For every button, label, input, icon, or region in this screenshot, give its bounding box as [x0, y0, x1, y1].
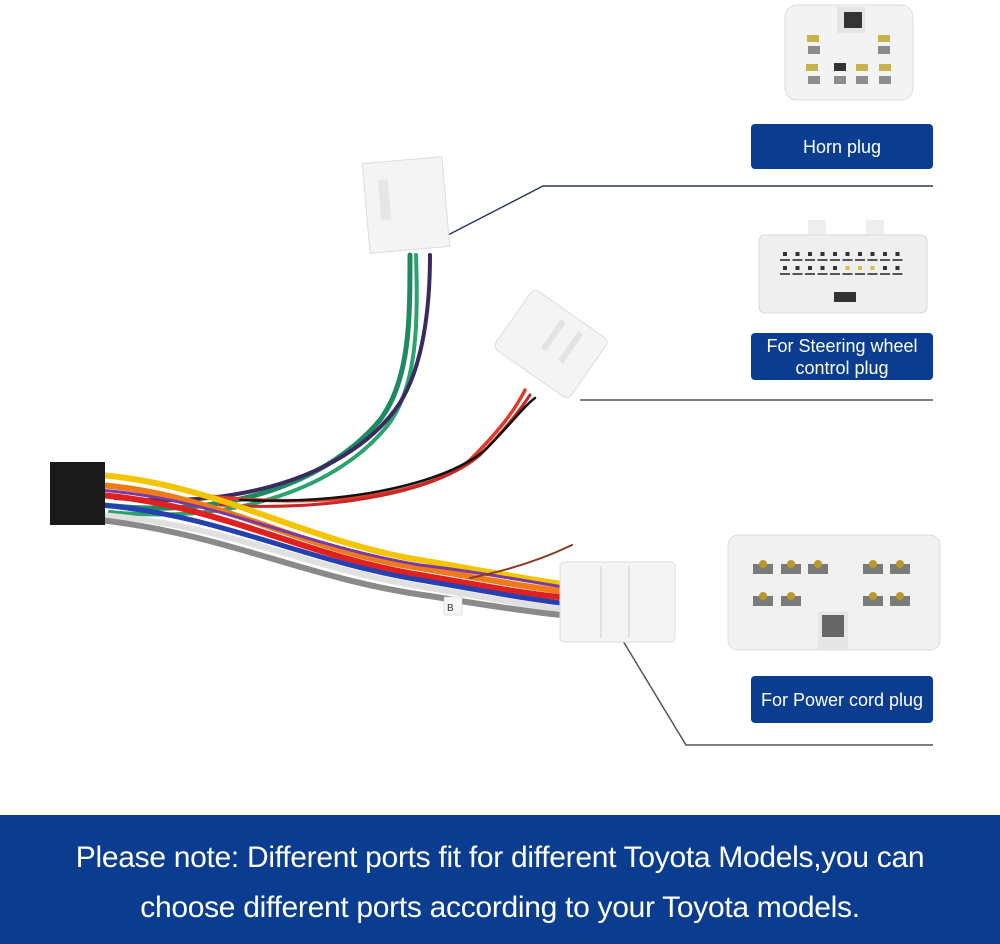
pin [783, 266, 787, 270]
pin-housing [890, 564, 910, 574]
horn-connector [361, 156, 451, 254]
horn-plug-face-image [784, 4, 914, 101]
pin-housing [890, 596, 910, 606]
pin [869, 560, 877, 568]
steering-plug-label: For Steering wheel control plug [751, 333, 933, 380]
steering-branch-wires [198, 388, 537, 508]
pin [820, 266, 825, 270]
pin [896, 592, 904, 600]
pin-slot [855, 259, 865, 261]
pin-slot [780, 259, 790, 261]
pin [883, 252, 887, 256]
pin [858, 252, 862, 256]
horn-plug-label: Horn plug [751, 124, 933, 169]
pin [783, 252, 787, 256]
pin [814, 560, 822, 568]
pin [833, 252, 837, 256]
pin-housing [863, 596, 883, 606]
pin-slot [892, 273, 903, 275]
callout-line-power [619, 635, 933, 746]
pin-slot [867, 273, 878, 275]
pin-slot [817, 273, 828, 275]
pin-slot [805, 259, 815, 261]
pin-slot [842, 259, 853, 261]
pin-slot [817, 259, 828, 261]
svg-text:B: B [447, 603, 454, 614]
pin-slot [880, 273, 890, 275]
pin [870, 252, 875, 256]
pin-slot [780, 273, 790, 275]
pin [870, 266, 875, 270]
power-plug-label: For Power cord plug [751, 676, 933, 723]
pin-slot [792, 273, 803, 275]
pin-housing [753, 564, 773, 574]
pin-housing [781, 564, 801, 574]
pin-slot [792, 259, 803, 261]
main-harness-connector [50, 462, 105, 525]
pin [833, 266, 837, 270]
wire-tag: B [443, 596, 463, 616]
power-branch-wires [97, 472, 573, 619]
callout-line-horn [447, 185, 933, 236]
pin [895, 252, 900, 256]
pin [858, 266, 862, 270]
pin [845, 266, 850, 270]
steering-plug-label-line1: For Steering wheel [766, 335, 918, 356]
power-plug-label-text: For Power cord plug [760, 689, 924, 710]
steering-plug-face-image [758, 220, 928, 314]
pin [883, 266, 887, 270]
pin-slot [867, 259, 878, 261]
pin [845, 252, 850, 256]
pin [895, 266, 900, 270]
pin-housing [753, 596, 773, 606]
pin-slot [842, 273, 853, 275]
note-line-1: Please note: Different ports fit for dif… [75, 841, 925, 874]
pin [787, 560, 795, 568]
power-connector [559, 561, 676, 643]
steering-plug-label-line2: control plug [795, 357, 889, 378]
pin [808, 252, 812, 256]
pin-slot [880, 259, 890, 261]
pin-housing [863, 564, 883, 574]
pin [820, 252, 825, 256]
pin-housing [808, 564, 828, 574]
pin-slot [830, 259, 840, 261]
pin [759, 592, 767, 600]
pin [808, 266, 812, 270]
pin [869, 592, 877, 600]
horn-branch-wires [102, 252, 432, 517]
pin [787, 592, 795, 600]
note-line-2: choose different ports according to your… [140, 891, 860, 924]
pin-slot [830, 273, 840, 275]
pin-slot [892, 259, 903, 261]
pin-housing [781, 596, 801, 606]
pin-slot [805, 273, 815, 275]
compatibility-note-banner: Please note: Different ports fit for dif… [0, 815, 1000, 944]
pin [795, 252, 800, 256]
power-plug-face-image [727, 534, 941, 651]
horn-plug-label-text: Horn plug [802, 136, 882, 157]
pin-slot [855, 273, 865, 275]
pin [896, 560, 904, 568]
steering-connector [494, 289, 608, 399]
pin [759, 560, 767, 568]
pin [795, 266, 800, 270]
